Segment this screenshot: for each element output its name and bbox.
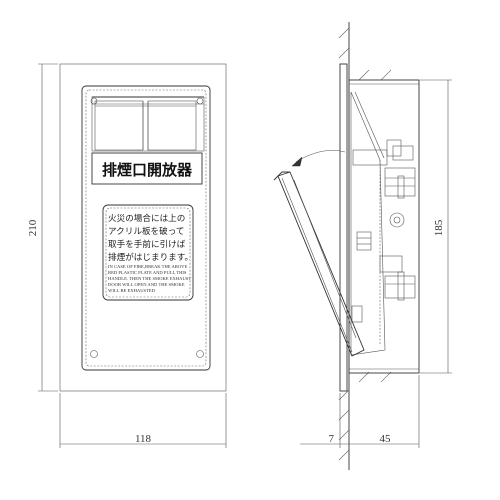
instruction-jp-line-2: アクリル板を破って bbox=[108, 225, 184, 237]
instruction-en-line-1: IN CASE OF FIRE,BREAK THE ABOVE bbox=[108, 264, 187, 270]
dim-height-front-label: 210 bbox=[27, 219, 39, 236]
instruction-en-line-5: WILL BE EXHAUSTED bbox=[108, 288, 156, 293]
instruction-plate bbox=[102, 204, 194, 301]
screw-bottom-right bbox=[196, 350, 204, 358]
screw-bottom-left bbox=[90, 350, 98, 358]
dim-width-front-label: 118 bbox=[135, 433, 152, 445]
dim-height-side-label: 185 bbox=[433, 219, 445, 236]
instruction-en-line-2: RED PLASTIC PLATE AND PULL THIS bbox=[108, 270, 187, 275]
front-outer-frame bbox=[59, 63, 227, 392]
release-mechanism bbox=[351, 139, 416, 345]
instruction-jp-line-4: 排煙がはじまります。 bbox=[108, 251, 193, 263]
side-box bbox=[348, 79, 420, 374]
instruction-en-line-4: DOOR WILL OPEN AND THE SMOKE bbox=[108, 282, 185, 287]
side-flange bbox=[339, 63, 348, 392]
handle-open bbox=[273, 171, 365, 357]
acrylic-window bbox=[91, 96, 205, 152]
label-plate-text: 排煙口開放器 bbox=[102, 161, 193, 179]
arrow-head-icon bbox=[291, 156, 303, 167]
screw-top-left bbox=[90, 97, 98, 105]
wall-hatching bbox=[338, 27, 392, 461]
front-cover bbox=[81, 85, 211, 371]
inner-plate-closed bbox=[350, 91, 386, 356]
label-plate bbox=[91, 152, 203, 185]
instruction-jp-line-3: 取手を手前に引けば bbox=[108, 238, 186, 250]
front-view: 排煙口開放器 火災の場合には上の アクリル板を破って 取手を手前に引けば 排煙が… bbox=[27, 63, 227, 448]
dim-depth-label: 45 bbox=[380, 433, 392, 445]
dim-height-side: 185 bbox=[420, 79, 452, 374]
side-view: 185 7 45 bbox=[273, 22, 452, 470]
screw-top-right bbox=[196, 97, 204, 105]
instruction-jp-line-1: 火災の場合には上の bbox=[108, 212, 185, 224]
instruction-en-line-3: HANDLE. THEN THE SMOKE EXHAUST bbox=[108, 276, 191, 281]
front-cover-inner bbox=[85, 89, 207, 367]
dim-depth-side: 7 45 bbox=[300, 375, 420, 448]
dim-flange-label: 7 bbox=[329, 433, 335, 445]
instruction-plate-inner bbox=[105, 207, 191, 298]
dim-width-front: 118 bbox=[59, 393, 227, 448]
dim-height-front: 210 bbox=[27, 63, 58, 392]
rotation-arrow bbox=[295, 150, 346, 163]
